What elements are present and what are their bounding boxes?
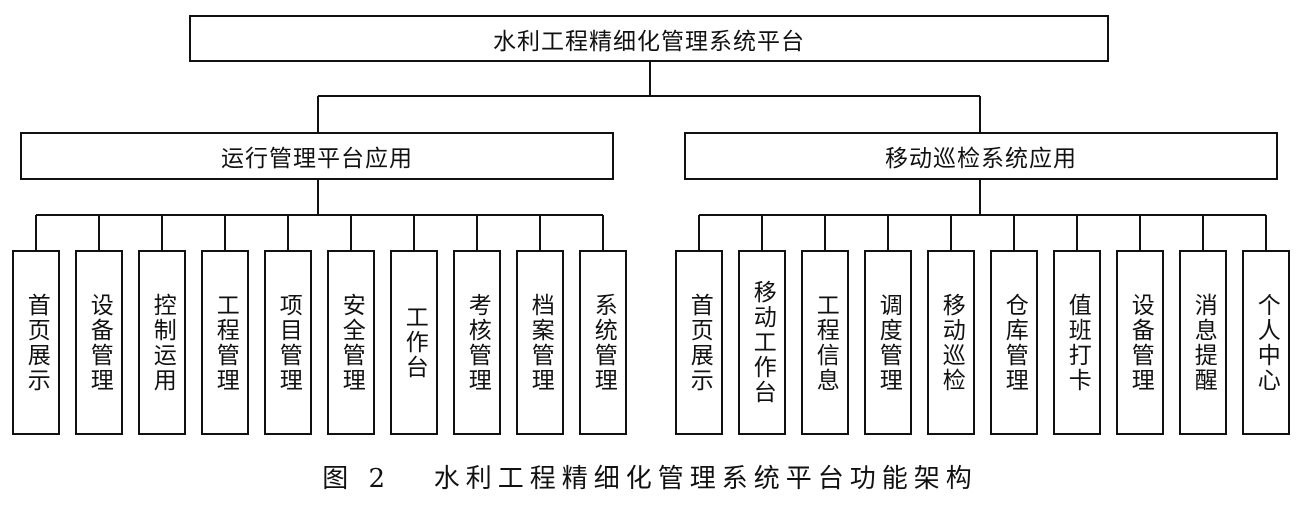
leaf-node-label: 控制运用 [149,292,176,393]
leaf-node-label: 设备管理 [86,292,113,393]
leaf-node-ops-9: 系统管理 [579,250,627,435]
leaf-node-label: 个人中心 [1253,292,1280,393]
leaf-node-label: 考核管理 [464,292,491,393]
leaf-node-ops-6: 工作台 [390,250,438,435]
leaf-node-mobile-8: 消息提醒 [1179,250,1227,435]
leaf-node-ops-2: 控制运用 [138,250,186,435]
leaf-node-label: 安全管理 [338,292,365,393]
leaf-node-mobile-1: 移动工作台 [738,250,786,435]
leaf-node-ops-7: 考核管理 [453,250,501,435]
leaf-node-ops-1: 设备管理 [75,250,123,435]
leaf-node-label: 工程管理 [212,292,239,393]
leaf-node-label: 首页展示 [23,292,50,393]
leaf-node-label: 工作台 [401,305,428,380]
leaf-node-mobile-0: 首页展示 [675,250,723,435]
leaf-node-ops-4: 项目管理 [264,250,312,435]
leaf-node-label: 移动工作台 [749,280,776,405]
root-node-label: 水利工程精细化管理系统平台 [493,28,805,55]
leaf-node-ops-5: 安全管理 [327,250,375,435]
leaf-node-label: 移动巡检 [938,292,965,393]
leaf-node-mobile-7: 设备管理 [1116,250,1164,435]
leaf-node-label: 项目管理 [275,292,302,393]
leaf-node-label: 仓库管理 [1001,292,1028,393]
branch-node-mobile-label: 移动巡检系统应用 [885,146,1077,172]
leaf-node-label: 消息提醒 [1190,292,1217,393]
leaf-node-mobile-5: 仓库管理 [990,250,1038,435]
leaf-node-label: 首页展示 [686,292,713,393]
leaf-node-mobile-2: 工程信息 [801,250,849,435]
root-node: 水利工程精细化管理系统平台 [189,15,1109,62]
figure-caption: 图 2 水利工程精细化管理系统平台功能架构 [322,464,978,494]
leaf-node-ops-0: 首页展示 [12,250,60,435]
leaf-node-label: 工程信息 [812,292,839,393]
leaf-node-label: 档案管理 [527,292,554,393]
leaf-node-mobile-4: 移动巡检 [927,250,975,435]
leaf-node-mobile-9: 个人中心 [1242,250,1290,435]
branch-node-ops: 运行管理平台应用 [20,132,614,180]
leaf-node-ops-3: 工程管理 [201,250,249,435]
leaf-node-mobile-6: 值班打卡 [1053,250,1101,435]
branch-node-mobile: 移动巡检系统应用 [684,132,1278,180]
leaf-node-label: 设备管理 [1127,292,1154,393]
leaf-node-label: 调度管理 [875,292,902,393]
leaf-node-label: 值班打卡 [1064,292,1091,393]
branch-node-ops-label: 运行管理平台应用 [221,146,413,172]
leaf-node-mobile-3: 调度管理 [864,250,912,435]
leaf-node-label: 系统管理 [590,292,617,393]
leaf-node-ops-8: 档案管理 [516,250,564,435]
